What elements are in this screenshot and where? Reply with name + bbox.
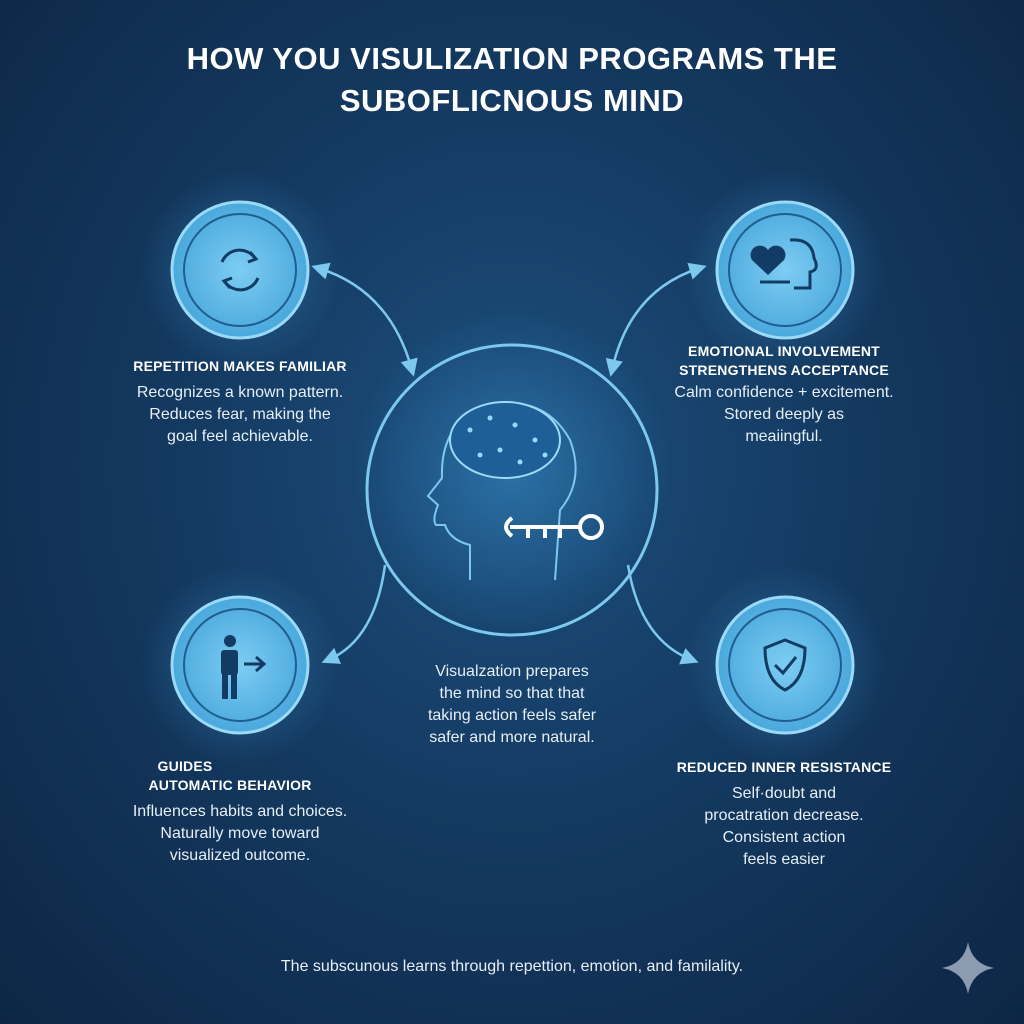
heart-brain-icon: [750, 238, 818, 290]
head-brain-key-icon: [426, 401, 604, 581]
node-circle-resistance: [715, 595, 855, 735]
node-body-line: feels easier: [743, 851, 825, 868]
shield-check-icon: [763, 638, 807, 692]
caption-line: taking action feels safer: [427, 707, 597, 724]
node-circle-repetition: [170, 200, 310, 340]
arrow-top-right: [605, 262, 707, 377]
refresh-cycle-icon: [220, 248, 260, 292]
node-heading: REPETITION MAKES FAMILIAR: [133, 358, 347, 374]
node-text-emotion: EMOTIONAL INVOLVEMENT STRENGTHENS ACCEPT…: [634, 342, 934, 448]
node-body-line: Stored deeply as: [723, 406, 845, 423]
arrow-bottom-right: [626, 564, 699, 665]
node-body-line: Influences habits and choices.: [132, 803, 348, 820]
node-heading: REDUCED INNER RESISTANCE: [676, 759, 892, 775]
node-body-line: procatration decrease.: [704, 807, 864, 824]
node-body-line: Reduces fear, making the: [149, 406, 331, 423]
node-circle-emotion: [715, 200, 855, 340]
node-body-line: Consistent action: [722, 829, 846, 846]
node-text-resistance: REDUCED INNER RESISTANCE Self·doubt and …: [634, 758, 934, 871]
node-heading: GUIDES: [157, 758, 213, 774]
node-body-line: Self·doubt and: [731, 785, 837, 802]
page-title: HOW YOU VISULIZATION PROGRAMS THE SUBOFL…: [0, 38, 1024, 122]
node-text-repetition: REPETITION MAKES FAMILIAR Recognizes a k…: [90, 357, 390, 448]
center-caption: Visualzation prepares the mind so that t…: [392, 661, 632, 749]
node-heading: AUTOMATIC BEHAVIOR: [148, 777, 312, 793]
sparkle-icon: [942, 942, 994, 994]
node-body-line: Recognizes a known pattern.: [136, 384, 344, 401]
node-heading: STRENGTHENS ACCEPTANCE: [679, 362, 889, 378]
central-circle: [365, 343, 659, 637]
node-body-line: visualized outcome.: [169, 847, 311, 864]
node-circle-behavior: [170, 595, 310, 735]
person-arrow-icon: [221, 635, 267, 699]
arrow-bottom-left: [321, 564, 387, 664]
caption-line: safer and more natural.: [429, 729, 595, 746]
node-body-line: meaiingful.: [745, 428, 823, 445]
arrow-top-left: [311, 262, 418, 377]
caption-line: the mind so that that: [439, 685, 585, 702]
node-text-behavior: GUIDES AUTOMATIC BEHAVIOR Influences hab…: [90, 757, 390, 867]
title-line-1: HOW YOU VISULIZATION PROGRAMS THE: [186, 41, 838, 76]
node-heading: EMOTIONAL INVOLVEMENT: [688, 343, 880, 359]
node-body-line: Calm confidence + excitement.: [674, 384, 894, 401]
caption-line: Visualzation prepares: [435, 663, 589, 680]
node-body-line: Naturally move toward: [160, 825, 320, 842]
footer-text: The subscunous learns through repettion,…: [280, 958, 744, 975]
title-line-2: SUBOFLICNOUS MIND: [339, 83, 685, 118]
node-body-line: goal feel achievable.: [167, 428, 313, 445]
